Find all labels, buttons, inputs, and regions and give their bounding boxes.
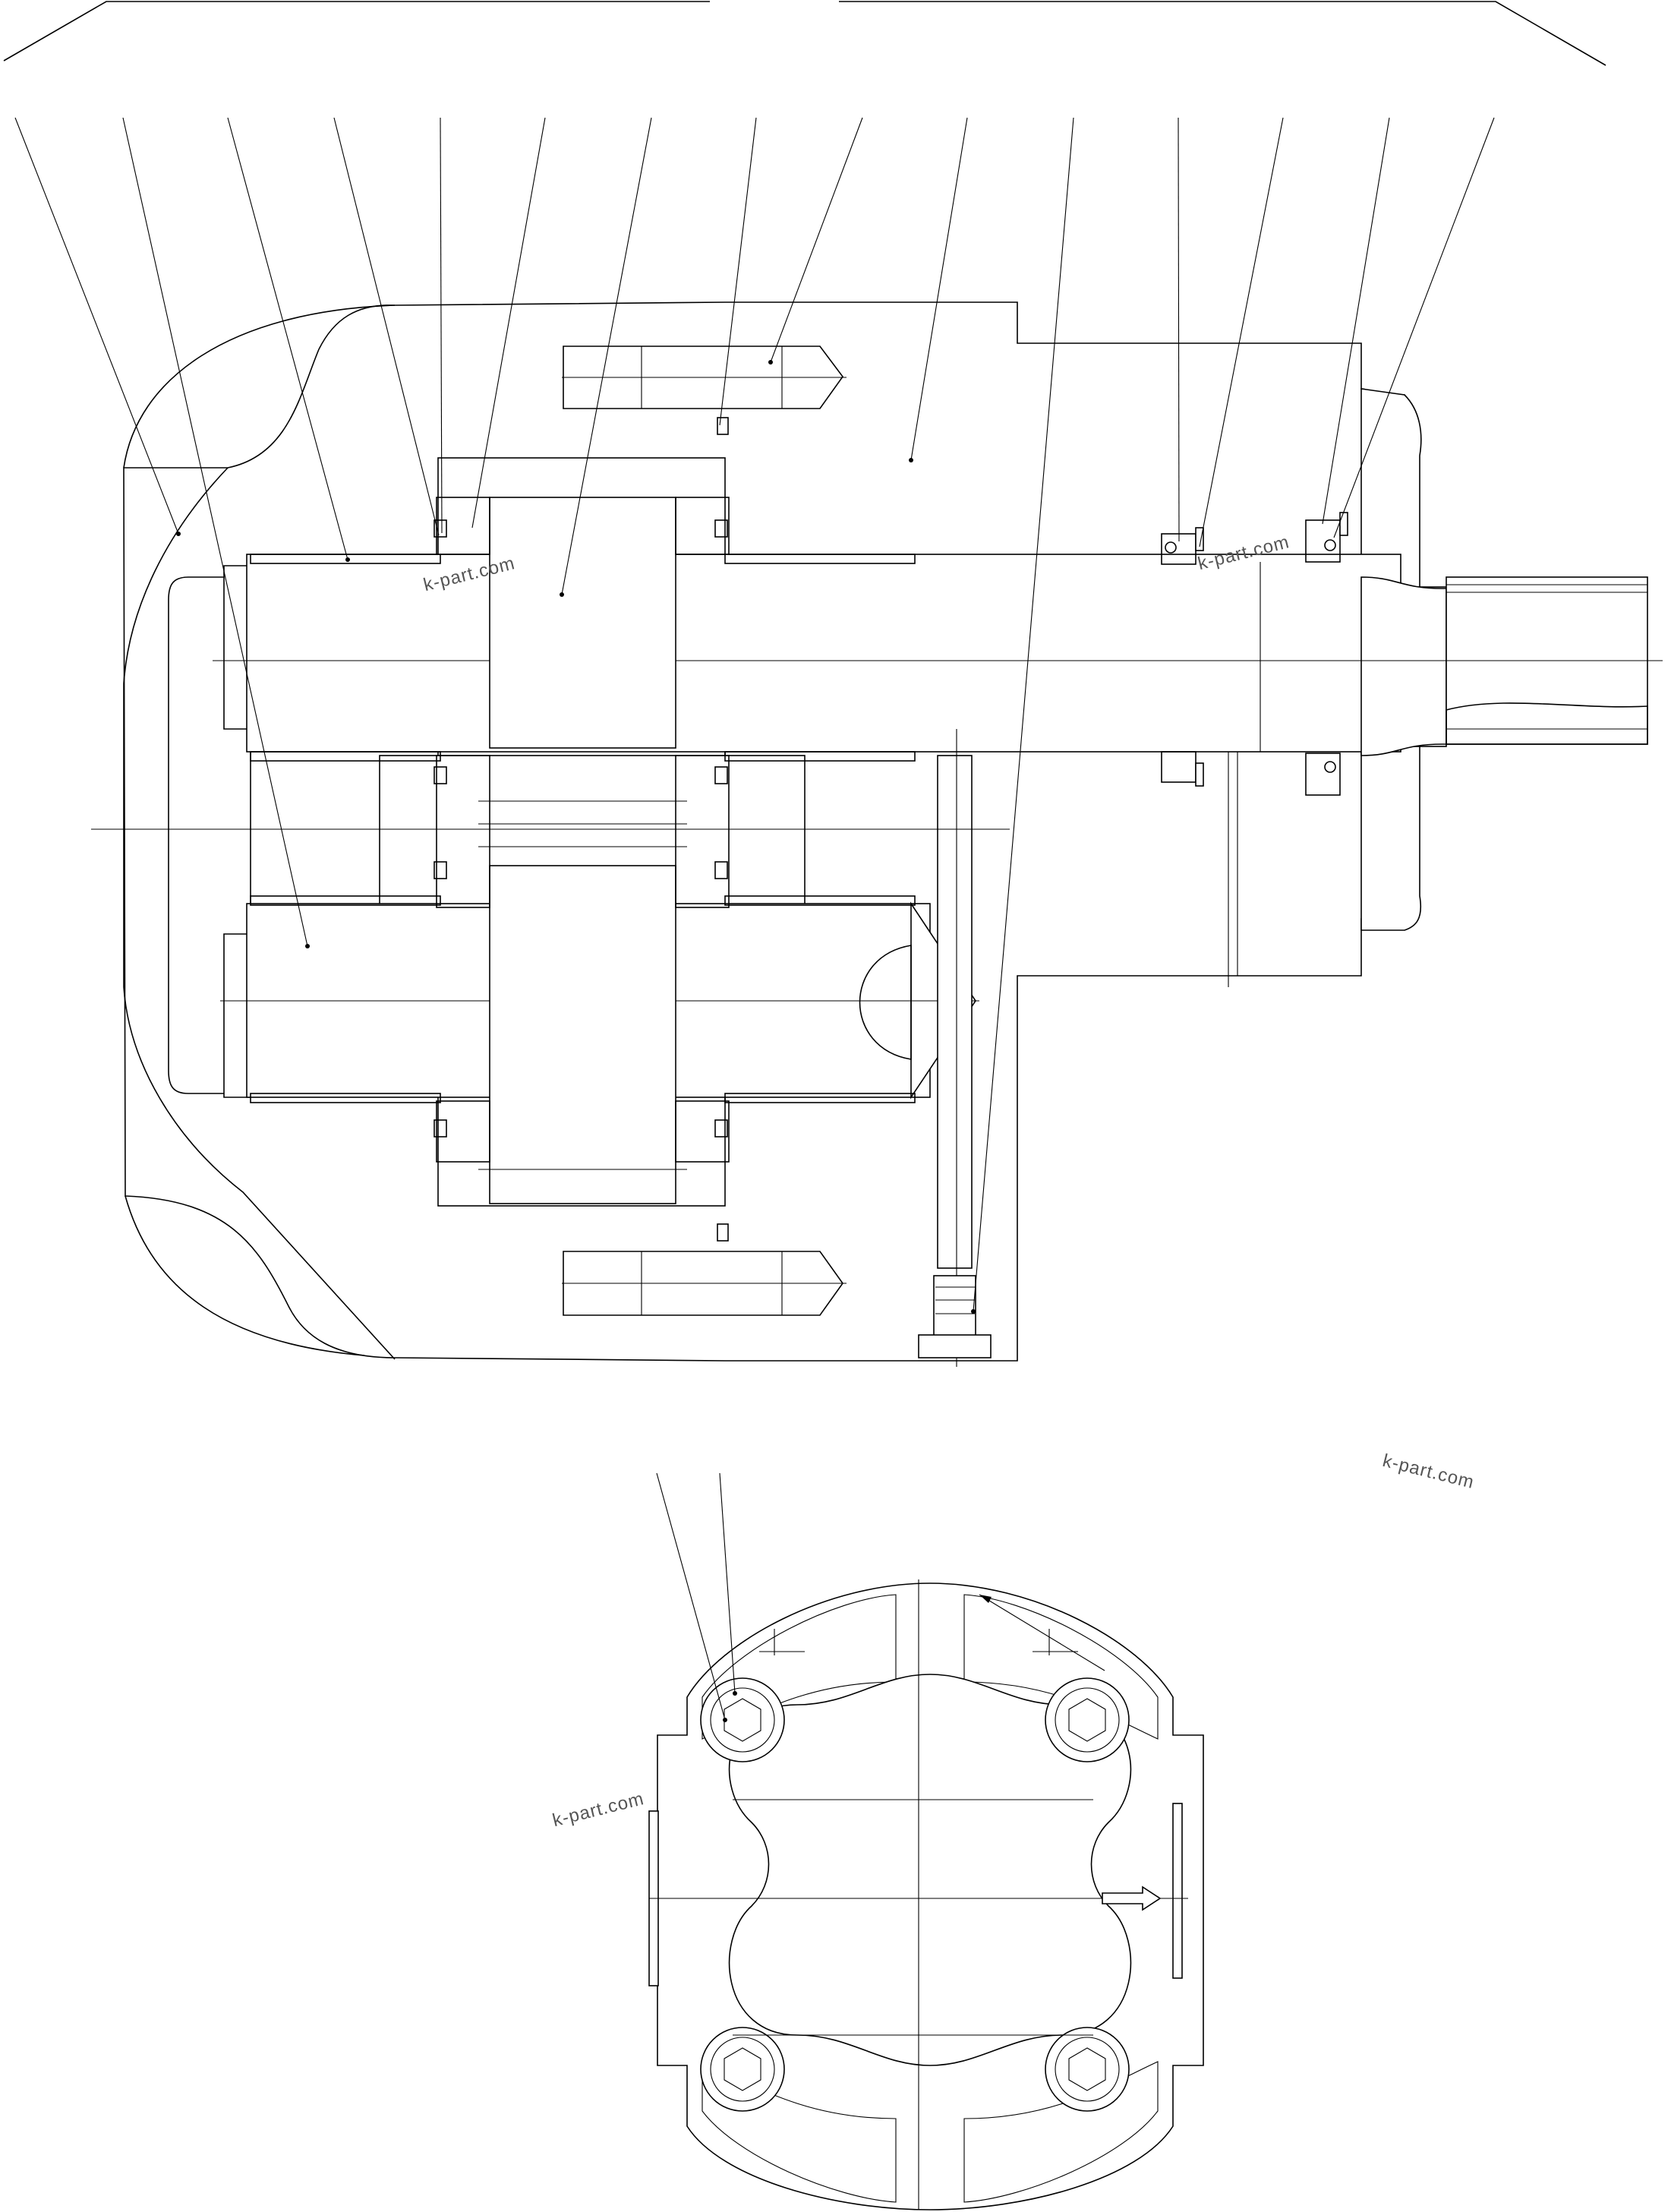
leader-lines-upper — [14, 117, 1495, 1314]
drain-plug — [918, 729, 992, 1367]
title-frame — [3, 1, 1606, 66]
bolt-bottom-right — [1045, 2027, 1130, 2112]
drive-shaft — [246, 554, 1663, 756]
section-view — [91, 301, 1663, 1367]
bolt-top-left — [700, 1677, 785, 1762]
end-view-body — [657, 1582, 1204, 2210]
dowel-pins — [562, 346, 847, 1316]
bushings — [250, 554, 916, 1103]
plug — [933, 1275, 976, 1337]
bolt-top-right — [1045, 1677, 1130, 1762]
end-view — [648, 1472, 1204, 2210]
bolt-bottom-left — [700, 2027, 785, 2112]
flow-direction-arrow — [1102, 1885, 1162, 1911]
leader-lines-lower — [656, 1472, 737, 1722]
gears — [478, 497, 687, 1204]
body-outline-curve — [123, 467, 396, 1360]
side-plates — [434, 417, 730, 1242]
